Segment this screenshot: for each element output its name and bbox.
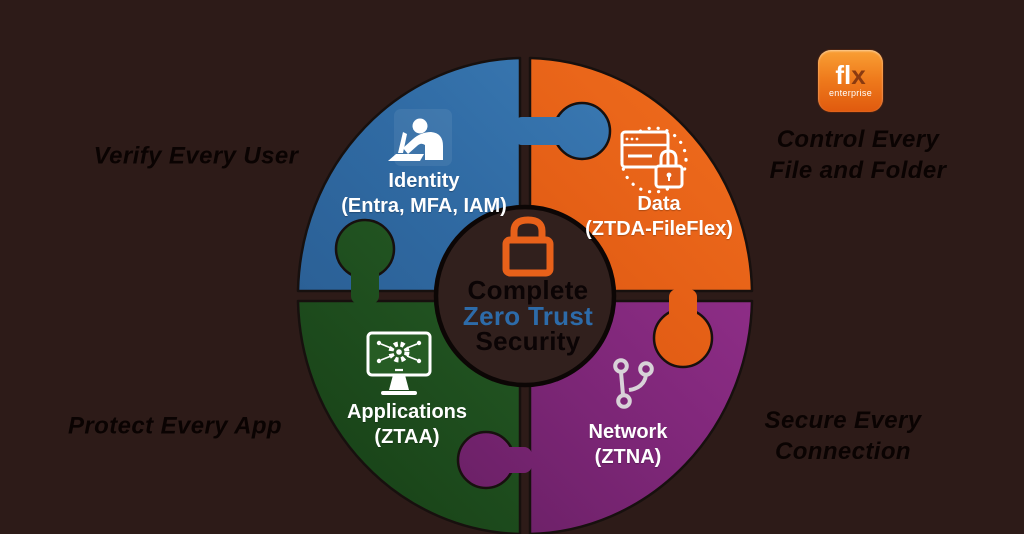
puzzle-knob-purple <box>456 430 532 490</box>
fileflex-enterprise-logo: flx enterprise <box>818 50 883 112</box>
applications-quadrant-label: Applications (ZTAA) <box>347 400 467 450</box>
network-label: Network <box>588 421 668 443</box>
verify-every-user-label: Verify Every User <box>93 142 299 170</box>
document-lock-icon <box>620 126 688 194</box>
secure-every-connection-label: Secure Every Connection <box>765 405 922 467</box>
network-quadrant-label: Network (ZTNA) <box>589 420 668 470</box>
data-sublabel: (ZTDA-FileFlex) <box>585 218 733 240</box>
secure-label-line2: Connection <box>774 438 911 465</box>
applications-label: Applications <box>346 401 468 423</box>
center-title-line2: Zero Trust <box>462 300 594 331</box>
control-label-line2: File and Folder <box>769 157 947 184</box>
secure-label-line1: Secure Every <box>764 407 922 434</box>
person-laptop-icon <box>388 109 452 166</box>
center-circle <box>433 204 617 388</box>
padlock-icon <box>502 216 554 277</box>
puzzle-knob-green <box>334 218 396 304</box>
git-branch-icon <box>613 358 654 409</box>
identity-sublabel: (Entra, MFA, IAM) <box>341 195 507 217</box>
control-every-file-label: Control Every File and Folder <box>770 124 947 186</box>
data-label: Data <box>637 193 681 215</box>
puzzle-knob-blue <box>514 101 612 161</box>
protect-every-app-label: Protect Every App <box>68 412 282 440</box>
logo-x-text: x <box>851 60 866 90</box>
logo-enterprise-text: enterprise <box>828 88 873 98</box>
control-label-line1: Control Every <box>776 126 940 153</box>
network-sublabel: (ZTNA) <box>594 446 662 468</box>
identity-quadrant-label: Identity (Entra, MFA, IAM) <box>341 169 507 219</box>
applications-sublabel: (ZTAA) <box>374 426 440 448</box>
identity-label: Identity <box>388 170 460 192</box>
logo-fl-text: fl <box>835 60 852 90</box>
logo-wordmark: flx <box>835 62 865 88</box>
center-title-line3: Security <box>475 325 581 356</box>
puzzle-knob-orange <box>652 289 714 369</box>
data-quadrant-label: Data (ZTDA-FileFlex) <box>585 192 733 242</box>
monitor-gear-icon <box>366 331 432 395</box>
center-title: Complete Zero Trust Security <box>462 274 594 356</box>
center-title-line1: Complete <box>467 274 589 305</box>
